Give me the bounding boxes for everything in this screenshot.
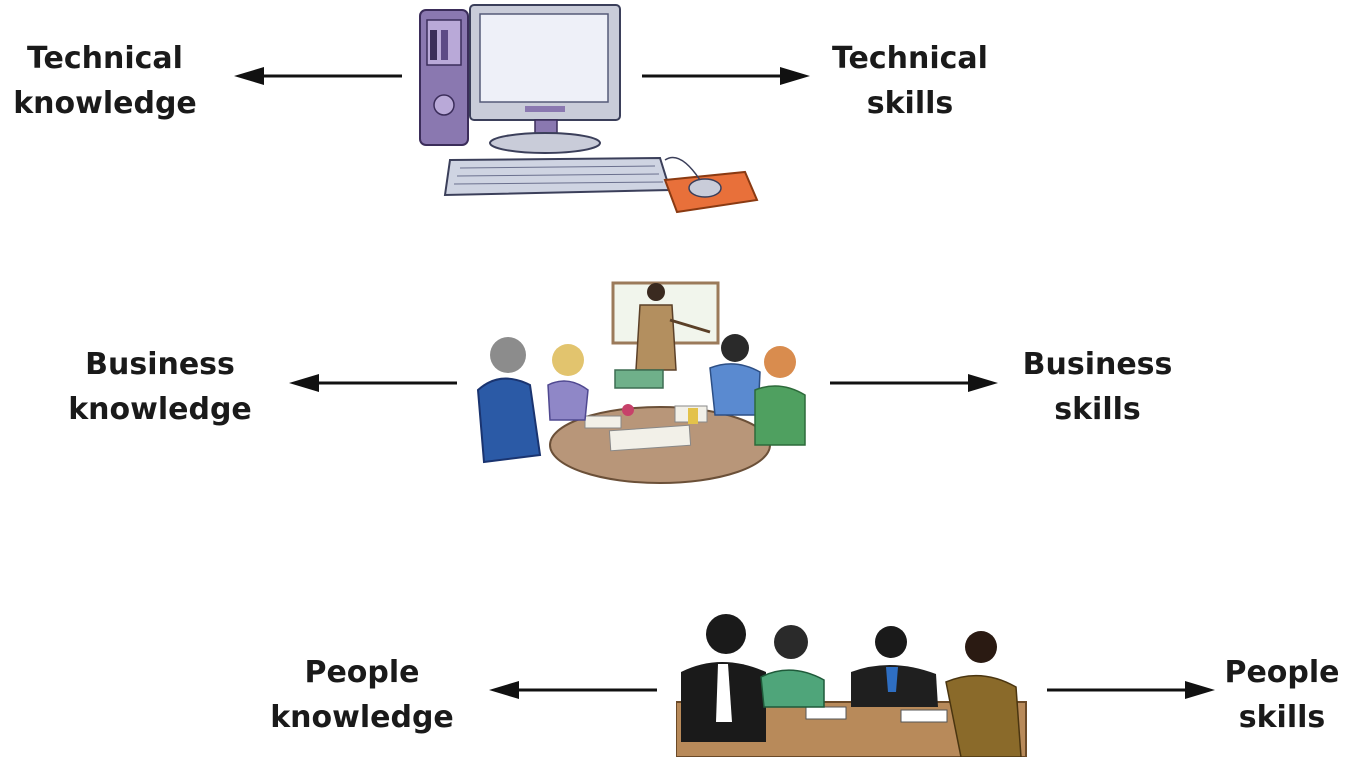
label-line: Technical — [832, 41, 988, 76]
label-line: knowledge — [13, 86, 197, 121]
business-meeting-icon — [476, 281, 806, 484]
business-knowledge-label: Business knowledge — [60, 342, 260, 432]
arrow-right-technical — [642, 67, 810, 85]
label-line: People — [304, 655, 420, 690]
arrow-right-people — [1047, 681, 1215, 699]
people-meeting-icon — [676, 614, 1027, 757]
technical-knowledge-label: Technical knowledge — [10, 36, 200, 126]
arrow-left-people — [489, 681, 657, 699]
label-line: Business — [1022, 347, 1173, 382]
label-line: People — [1224, 655, 1340, 690]
arrow-left-business — [289, 374, 457, 392]
label-line: skills — [1054, 392, 1141, 427]
computer-icon — [419, 4, 759, 214]
arrow-right-business — [830, 374, 998, 392]
label-line: knowledge — [270, 700, 454, 735]
label-line: Technical — [27, 41, 183, 76]
label-line: Business — [85, 347, 235, 382]
business-skills-label: Business skills — [1005, 342, 1190, 432]
technical-skills-label: Technical skills — [820, 36, 1000, 126]
label-line: skills — [866, 86, 954, 121]
arrow-left-technical — [234, 67, 402, 85]
label-line: skills — [1238, 700, 1326, 735]
people-skills-label: People skills — [1222, 650, 1342, 740]
people-knowledge-label: People knowledge — [262, 650, 462, 740]
label-line: knowledge — [68, 392, 252, 427]
